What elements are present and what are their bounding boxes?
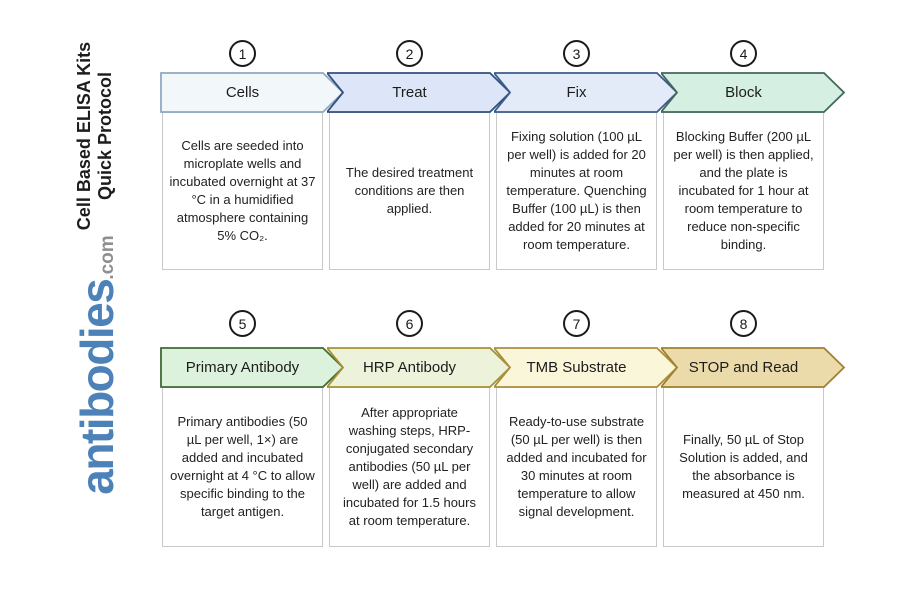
step-arrow: Primary Antibody bbox=[160, 347, 345, 388]
page-title: Cell Based ELISA Kits Quick Protocol bbox=[74, 42, 116, 230]
step-label: TMB Substrate bbox=[526, 359, 627, 376]
step-arrow: HRP Antibody bbox=[327, 347, 512, 388]
step-number-badge: 1 bbox=[229, 40, 256, 67]
step-arrow: Block bbox=[661, 72, 846, 113]
step-number-badge: 5 bbox=[229, 310, 256, 337]
logo-domain-suffix: .com bbox=[97, 235, 118, 280]
step-label: Primary Antibody bbox=[185, 359, 300, 376]
step-label: Block bbox=[725, 84, 762, 101]
page-title-line1: Cell Based ELISA Kits bbox=[74, 41, 94, 231]
step-description-box: Fixing solution (100 µL per well) is add… bbox=[496, 112, 657, 270]
step-number-badge: 8 bbox=[730, 310, 757, 337]
step-number: 7 bbox=[572, 315, 581, 332]
step-number: 1 bbox=[238, 45, 247, 62]
step-number: 8 bbox=[739, 315, 748, 332]
step-number: 2 bbox=[405, 45, 414, 62]
step-arrow: TMB Substrate bbox=[494, 347, 679, 388]
step-arrow: Fix bbox=[494, 72, 679, 113]
logo-text: antibodies bbox=[71, 279, 123, 495]
step-description: The desired treatment conditions are the… bbox=[345, 165, 474, 216]
chevron-arrow-shape bbox=[160, 72, 345, 113]
chevron-arrow-shape bbox=[661, 347, 846, 388]
step-description-box: Primary antibodies (50 µL per well, 1×) … bbox=[162, 387, 323, 547]
chevron-arrow-shape bbox=[327, 347, 512, 388]
step-label: HRP Antibody bbox=[362, 359, 457, 376]
step-number: 3 bbox=[572, 45, 581, 62]
step-number-badge: 4 bbox=[730, 40, 757, 67]
step-label: Fix bbox=[566, 84, 587, 101]
antibodies-logo: antibodies.com bbox=[71, 235, 123, 495]
step-number: 6 bbox=[405, 315, 414, 332]
step-number: 4 bbox=[739, 45, 748, 62]
step-number: 5 bbox=[238, 315, 247, 332]
step-description: Primary antibodies (50 µL per well, 1×) … bbox=[170, 414, 315, 519]
step-description: Blocking Buffer (200 µL per well) is the… bbox=[673, 129, 814, 252]
step-label: STOP and Read bbox=[688, 359, 799, 376]
step-label: Cells bbox=[225, 84, 260, 101]
step-description: Cells are seeded into microplate wells a… bbox=[169, 138, 316, 243]
step-description-box: Finally, 50 µL of Stop Solution is added… bbox=[663, 387, 824, 547]
step-number-badge: 7 bbox=[563, 310, 590, 337]
step-description-box: After appropriate washing steps, HRP-con… bbox=[329, 387, 490, 547]
step-description: Fixing solution (100 µL per well) is add… bbox=[506, 129, 647, 252]
step-arrow: Treat bbox=[327, 72, 512, 113]
step-description: Finally, 50 µL of Stop Solution is added… bbox=[679, 432, 808, 501]
step-number-badge: 6 bbox=[396, 310, 423, 337]
step-description: After appropriate washing steps, HRP-con… bbox=[343, 405, 476, 528]
step-description-box: Ready-to-use substrate (50 µL per well) … bbox=[496, 387, 657, 547]
chevron-arrow-shape bbox=[160, 347, 345, 388]
step-description-box: Cells are seeded into microplate wells a… bbox=[162, 112, 323, 270]
step-arrow: Cells bbox=[160, 72, 345, 113]
chevron-arrow-shape bbox=[327, 72, 512, 113]
step-description-box: Blocking Buffer (200 µL per well) is the… bbox=[663, 112, 824, 270]
step-description-box: The desired treatment conditions are the… bbox=[329, 112, 490, 270]
step-description: Ready-to-use substrate (50 µL per well) … bbox=[506, 414, 647, 519]
page-title-line2: Quick Protocol bbox=[95, 71, 115, 201]
chevron-arrow-shape bbox=[494, 72, 679, 113]
step-arrow: STOP and Read bbox=[661, 347, 846, 388]
step-label: Treat bbox=[392, 84, 427, 101]
chevron-arrow-shape bbox=[661, 72, 846, 113]
step-number-badge: 2 bbox=[396, 40, 423, 67]
chevron-arrow-shape bbox=[494, 347, 679, 388]
step-number-badge: 3 bbox=[563, 40, 590, 67]
